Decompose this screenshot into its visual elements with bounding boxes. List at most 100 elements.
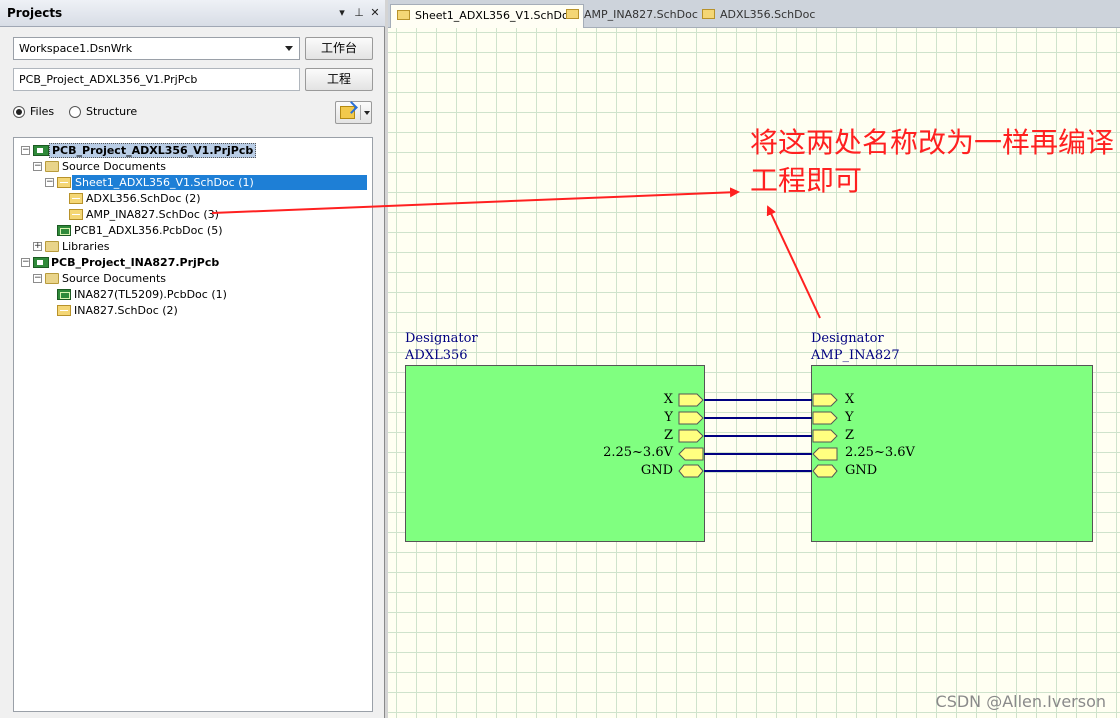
tree-item-label: Sheet1_ADXL356_V1.SchDoc (1) xyxy=(72,175,367,190)
sheet-entry-left-x[interactable] xyxy=(678,393,704,407)
project-icon xyxy=(33,145,49,156)
sheet-entry-left-y[interactable] xyxy=(678,411,704,425)
tree-item-source-documents-2[interactable]: − Source Documents xyxy=(14,271,372,287)
panel-menu-icon[interactable]: ▾ xyxy=(339,6,345,19)
port-label-right-gnd: GND xyxy=(845,463,878,478)
tab-label: AMP_INA827.SchDoc xyxy=(584,8,698,21)
port-label-left-vcc: 2.25~3.6V xyxy=(603,445,673,460)
port-label-left-gnd: GND xyxy=(640,463,673,478)
tree-item-label: ADXL356.SchDoc (2) xyxy=(86,192,201,205)
watermark: CSDN @Allen.Iverson xyxy=(935,692,1106,711)
wire-gnd[interactable] xyxy=(704,470,812,472)
project-icon xyxy=(33,257,49,268)
sheet-entry-right-z[interactable] xyxy=(812,429,838,443)
workspace-button[interactable]: 工作台 xyxy=(305,37,373,60)
right-block-designator: Designator xyxy=(811,331,884,346)
tree-item-label: PCB_Project_ADXL356_V1.PrjPcb xyxy=(49,143,257,158)
sheet-entry-right-x[interactable] xyxy=(812,393,838,407)
radio-structure-label: Structure xyxy=(86,105,138,118)
tree-item-pcb1-pcbdoc[interactable]: PCB1_ADXL356.PcbDoc (5) xyxy=(14,223,372,239)
schematic-canvas[interactable]: Designator ADXL356 Designator AMP_INA827… xyxy=(388,28,1120,718)
tab-amp-ina827-schdoc[interactable]: AMP_INA827.SchDoc xyxy=(560,4,706,28)
chevron-down-icon xyxy=(364,111,370,115)
workspace-value: Workspace1.DsnWrk xyxy=(19,42,133,55)
wire-y[interactable] xyxy=(704,417,812,419)
expand-icon[interactable]: + xyxy=(33,241,42,251)
tab-adxl356-schdoc[interactable]: ADXL356.SchDoc xyxy=(696,4,823,28)
pcb-doc-icon xyxy=(57,289,71,300)
wire-vcc[interactable] xyxy=(704,453,812,455)
tree-item-ina827-schdoc[interactable]: INA827.SchDoc (2) xyxy=(14,303,372,319)
project-tree[interactable]: − PCB_Project_ADXL356_V1.PrjPcb − Source… xyxy=(13,137,373,712)
document-tabs: Sheet1_ADXL356_V1.SchDoc AMP_INA827.SchD… xyxy=(388,0,1120,28)
workspace-select[interactable]: Workspace1.DsnWrk xyxy=(13,37,300,60)
port-label-left-y: Y xyxy=(664,410,673,425)
sheet-symbol-amp-ina827[interactable] xyxy=(811,365,1093,542)
left-block-name: ADXL356 xyxy=(405,348,468,363)
tree-item-label: INA827.SchDoc (2) xyxy=(74,304,178,317)
collapse-icon[interactable]: − xyxy=(21,257,30,267)
panel-title: Projects xyxy=(7,6,63,20)
panel-splitter[interactable] xyxy=(385,0,388,718)
collapse-icon[interactable]: − xyxy=(33,273,42,283)
tree-item-label: PCB1_ADXL356.PcbDoc (5) xyxy=(74,224,223,237)
chevron-down-icon xyxy=(285,46,293,51)
close-icon[interactable]: ✕ xyxy=(370,6,380,19)
tree-item-label: INA827(TL5209).PcbDoc (1) xyxy=(74,288,227,301)
tree-item-ina827-pcbdoc[interactable]: INA827(TL5209).PcbDoc (1) xyxy=(14,287,372,303)
tree-item-label: AMP_INA827.SchDoc (3) xyxy=(86,208,219,221)
open-folder-icon xyxy=(340,106,355,119)
tree-item-amp-ina827-schdoc[interactable]: AMP_INA827.SchDoc (3) xyxy=(14,207,372,223)
project-field[interactable]: PCB_Project_ADXL356_V1.PrjPcb xyxy=(13,68,300,91)
tree-item-label: Source Documents xyxy=(62,160,166,173)
schematic-doc-icon xyxy=(69,209,83,220)
wire-x[interactable] xyxy=(704,399,812,401)
project-value: PCB_Project_ADXL356_V1.PrjPcb xyxy=(19,73,198,86)
sheet-entry-left-gnd[interactable] xyxy=(678,464,704,478)
port-label-right-x: X xyxy=(845,392,855,407)
schematic-doc-icon xyxy=(702,9,715,19)
schematic-doc-icon xyxy=(57,305,71,316)
port-label-left-z: Z xyxy=(663,428,673,443)
tab-label: ADXL356.SchDoc xyxy=(720,8,816,21)
tree-item-project-ina827[interactable]: − PCB_Project_INA827.PrjPcb xyxy=(14,255,372,271)
tree-item-libraries[interactable]: + Libraries xyxy=(14,239,372,255)
schematic-doc-icon xyxy=(397,10,410,20)
port-label-right-y: Y xyxy=(845,410,854,425)
sheet-entry-right-gnd[interactable] xyxy=(812,464,838,478)
collapse-icon[interactable]: − xyxy=(33,161,42,171)
radio-files-dot xyxy=(13,106,25,118)
schematic-doc-icon xyxy=(566,9,579,19)
tree-item-project-adxl356[interactable]: − PCB_Project_ADXL356_V1.PrjPcb xyxy=(14,143,372,159)
sheet-entry-right-vcc[interactable] xyxy=(812,447,838,461)
folder-icon xyxy=(45,161,59,172)
radio-files-label: Files xyxy=(30,105,55,118)
sheet-entry-left-vcc[interactable] xyxy=(678,447,704,461)
pin-icon[interactable]: ⊥ xyxy=(354,6,364,19)
left-block-designator: Designator xyxy=(405,331,478,346)
schematic-doc-icon xyxy=(57,177,71,188)
schematic-doc-icon xyxy=(69,193,83,204)
project-button[interactable]: 工程 xyxy=(305,68,373,91)
collapse-icon[interactable]: − xyxy=(45,177,54,187)
folder-icon xyxy=(45,273,59,284)
sheet-entry-right-y[interactable] xyxy=(812,411,838,425)
port-label-left-x: X xyxy=(663,392,673,407)
projects-panel: Projects ▾ ⊥ ✕ Workspace1.DsnWrk 工作台 PCB… xyxy=(0,0,385,718)
tree-item-sheet1-schdoc[interactable]: − Sheet1_ADXL356_V1.SchDoc (1) xyxy=(14,175,372,191)
project-options-button[interactable] xyxy=(335,101,372,124)
tab-label: Sheet1_ADXL356_V1.SchDoc xyxy=(415,9,575,22)
sheet-entry-left-z[interactable] xyxy=(678,429,704,443)
right-block-name: AMP_INA827 xyxy=(811,348,900,363)
tree-item-label: Source Documents xyxy=(62,272,166,285)
tree-item-source-documents[interactable]: − Source Documents xyxy=(14,159,372,175)
pcb-doc-icon xyxy=(57,225,71,236)
tree-item-adxl356-schdoc[interactable]: ADXL356.SchDoc (2) xyxy=(14,191,372,207)
tree-item-label: Libraries xyxy=(62,240,110,253)
panel-title-bar: Projects ▾ ⊥ ✕ xyxy=(0,0,385,27)
tab-sheet1-schdoc[interactable]: Sheet1_ADXL356_V1.SchDoc xyxy=(390,4,584,28)
folder-icon xyxy=(45,241,59,252)
wire-z[interactable] xyxy=(704,435,812,437)
sheet-symbol-adxl356[interactable] xyxy=(405,365,705,542)
collapse-icon[interactable]: − xyxy=(21,145,30,155)
